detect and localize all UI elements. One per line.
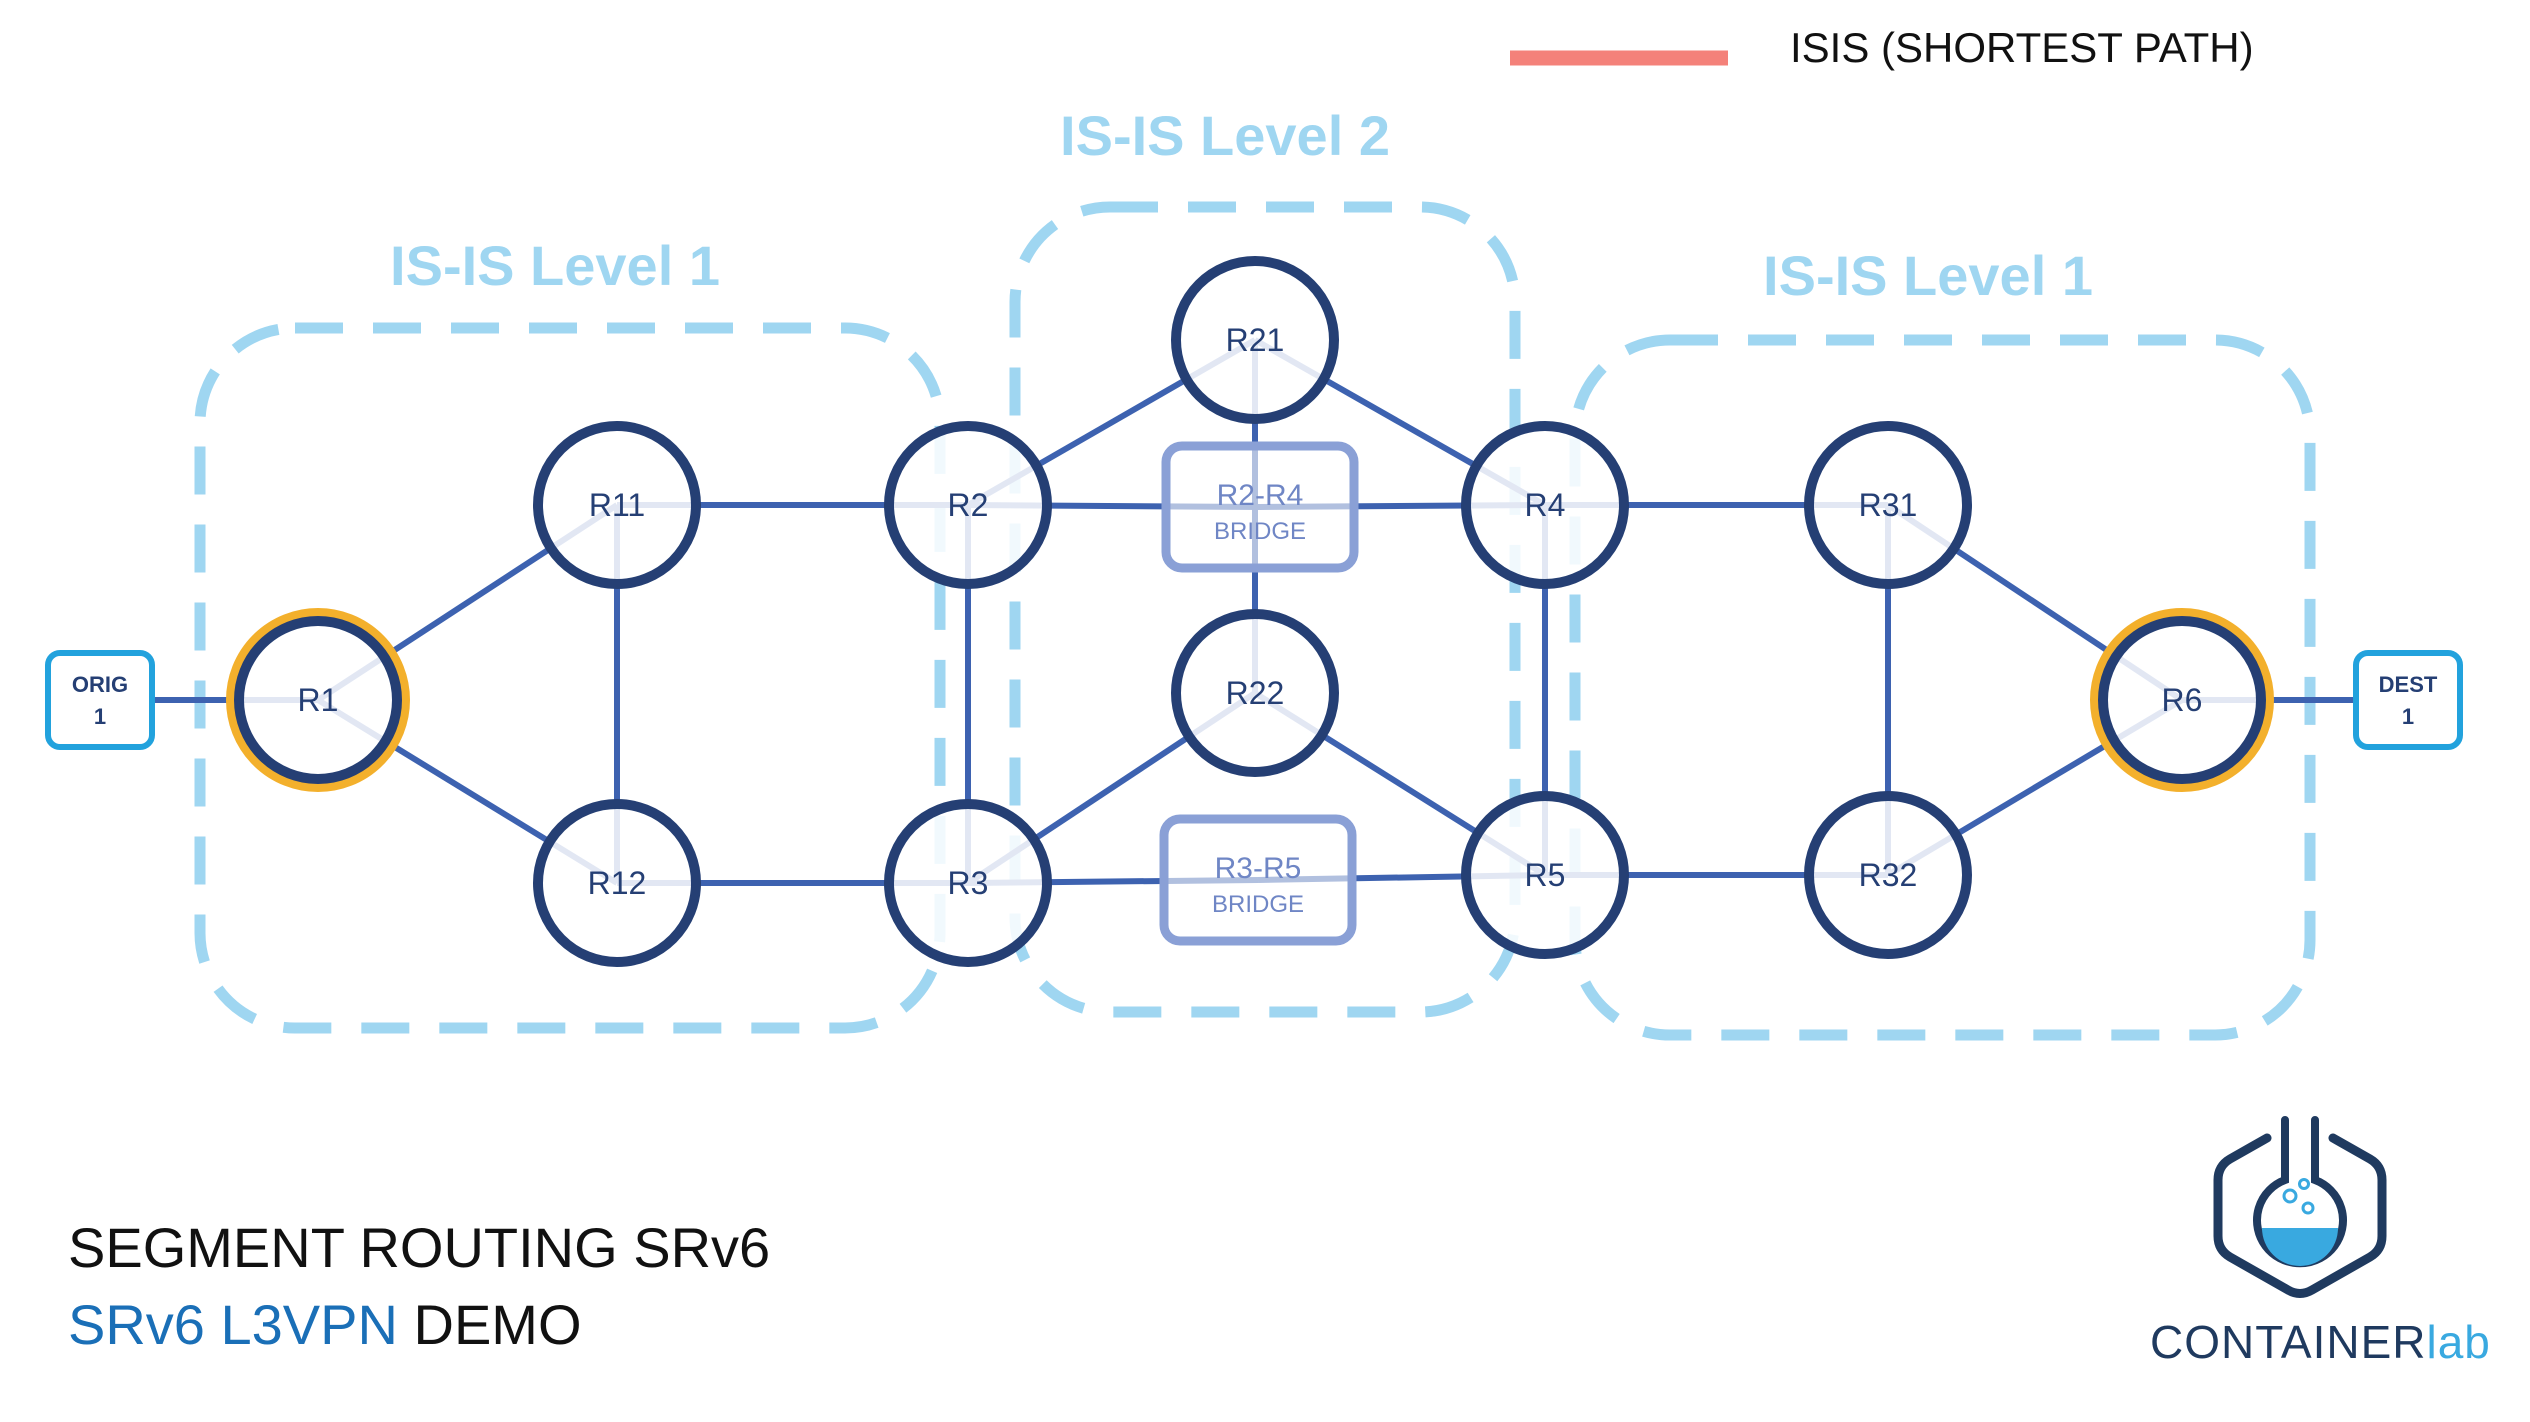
bridge-name: R2-R4	[1217, 479, 1304, 512]
router-circle	[1461, 421, 1629, 589]
router-label: R11	[589, 487, 645, 523]
host-orig: ORIG 1	[45, 650, 155, 750]
router-r21: R21	[1171, 256, 1339, 424]
host-name: DEST	[2379, 672, 2438, 697]
router-circle	[533, 421, 701, 589]
area-l1-right-label: IS-IS Level 1	[1763, 244, 2093, 307]
router-r1: R1	[226, 608, 410, 792]
area-l2-center-boundary	[1009, 201, 1521, 1018]
router-r2: R2	[884, 421, 1052, 589]
router-circle	[1461, 791, 1629, 959]
subtitle-accent: SRv6 L3VPN	[68, 1293, 398, 1356]
router-r5: R5	[1461, 791, 1629, 959]
router-label: R32	[1859, 857, 1918, 893]
router-label: R12	[588, 865, 647, 901]
hosts-layer: ORIG 1 DEST 1	[45, 650, 2463, 750]
router-circle	[234, 616, 402, 784]
bridge-type: BRIDGE	[1214, 518, 1306, 545]
router-circle	[884, 799, 1052, 967]
router-label: R3	[948, 865, 989, 901]
router-highlight-ring	[2090, 608, 2274, 792]
router-circle	[2098, 616, 2266, 784]
router-r6: R6	[2090, 608, 2274, 792]
router-circle	[884, 421, 1052, 589]
brand-suffix: lab	[2426, 1316, 2491, 1368]
area-boundaries	[194, 201, 2316, 1041]
area-l1-right-boundary	[1569, 334, 2316, 1041]
router-label: R22	[1226, 675, 1285, 711]
router-circle	[1171, 609, 1339, 777]
router-label: R31	[1859, 487, 1918, 523]
bridge-box	[1161, 441, 1359, 573]
bridge-type: BRIDGE	[1212, 891, 1304, 918]
diagram-subtitle: SRv6 L3VPN DEMO	[68, 1292, 582, 1357]
router-highlight-ring	[226, 608, 410, 792]
host-index: 1	[2402, 704, 2414, 729]
host-box	[45, 650, 155, 750]
host-name: ORIG	[72, 672, 128, 697]
host-dest: DEST 1	[2353, 650, 2463, 750]
legend-label: ISIS (SHORTEST PATH)	[1790, 24, 2254, 71]
router-label: R21	[1226, 322, 1285, 358]
router-r3: R3	[884, 799, 1052, 967]
router-label: R6	[2162, 682, 2203, 718]
area-l1-left-label: IS-IS Level 1	[390, 234, 720, 297]
router-circle	[533, 799, 701, 967]
brand-main: CONTAINER	[2150, 1316, 2427, 1368]
subtitle-rest: DEMO	[397, 1293, 582, 1356]
router-label: R4	[1525, 487, 1566, 523]
router-circle	[1171, 256, 1339, 424]
router-circle	[1804, 421, 1972, 589]
router-r11: R11	[533, 421, 701, 589]
router-r32: R32	[1804, 791, 1972, 959]
router-label: R1	[298, 682, 339, 718]
area-l2-center-label: IS-IS Level 2	[1060, 104, 1390, 167]
containerlab-flask-icon	[2213, 1116, 2387, 1298]
bridge-name: R3-R5	[1215, 852, 1302, 885]
router-label: R5	[1525, 857, 1566, 893]
router-r4: R4	[1461, 421, 1629, 589]
area-l1-left-boundary	[194, 322, 946, 1034]
brand-wordmark: CONTAINERlab	[2150, 1315, 2491, 1369]
diagram-title: SEGMENT ROUTING SRv6	[68, 1216, 771, 1279]
bridge-box	[1159, 814, 1357, 946]
router-label: R2	[948, 487, 989, 523]
router-r31: R31	[1804, 421, 1972, 589]
host-index: 1	[94, 704, 106, 729]
router-r12: R12	[533, 799, 701, 967]
host-box	[2353, 650, 2463, 750]
router-circle	[1804, 791, 1972, 959]
router-r22: R22	[1171, 609, 1339, 777]
